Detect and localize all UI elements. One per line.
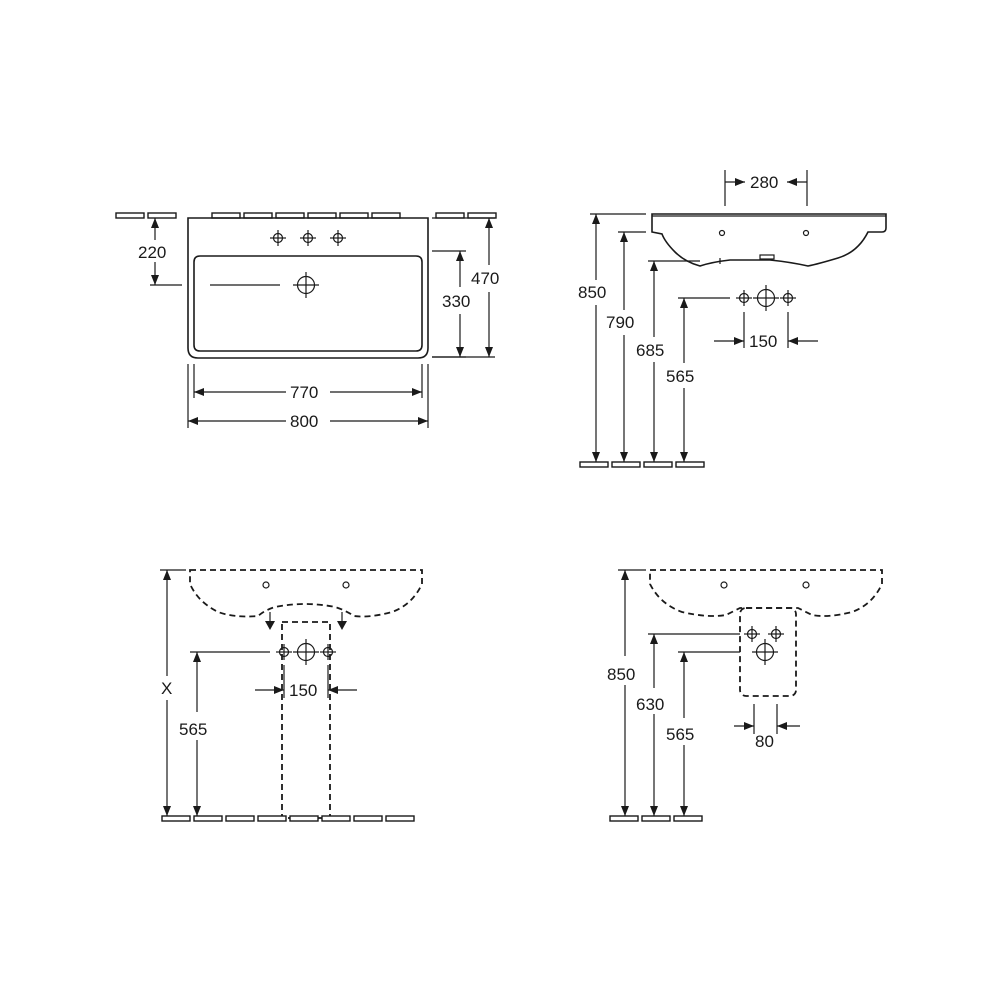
- supply-valve-icon: [779, 289, 797, 307]
- dim-label: 565: [179, 720, 207, 739]
- side-view: 280 850 790 685: [578, 170, 887, 468]
- basin-front-dashed: [649, 569, 883, 617]
- supply-valve-icon: [735, 289, 753, 307]
- top-view: 220 330 470 770 800: [115, 212, 499, 431]
- wall-hatch: [115, 212, 497, 219]
- floor-hatch: [161, 815, 415, 822]
- basin-profile: [651, 213, 887, 267]
- dim-label: 150: [289, 681, 317, 700]
- dim-label: 800: [290, 412, 318, 431]
- waste-outlet-icon: [292, 638, 320, 666]
- waste-outlet-icon: [751, 638, 779, 666]
- supply-valve-icon: [275, 643, 293, 661]
- pedestal-dashed: [281, 621, 331, 819]
- dim-label: 770: [290, 383, 318, 402]
- dim-label: 565: [666, 725, 694, 744]
- tap-hole-icon: [269, 229, 287, 247]
- dim-label: 220: [138, 243, 166, 262]
- basin-front-dashed: [189, 569, 423, 618]
- front-view-siphon: 850 630 565 80: [607, 569, 883, 822]
- supply-valve-icon: [319, 643, 337, 661]
- siphon-cover-dashed: [739, 607, 797, 697]
- dim-label: 330: [442, 292, 470, 311]
- basin-outline: [187, 217, 429, 359]
- dim-label: 150: [749, 332, 777, 351]
- waste-icon: [292, 271, 320, 299]
- dim-label: 850: [607, 665, 635, 684]
- dim-label: 280: [750, 173, 778, 192]
- dim-label: 565: [666, 367, 694, 386]
- dim-label: 80: [755, 732, 774, 751]
- floor-hatch: [609, 815, 703, 822]
- dim-label: 790: [606, 313, 634, 332]
- front-view-pedestal: X 565 150: [160, 569, 423, 822]
- tap-hole-icon: [299, 229, 317, 247]
- supply-valve-icon: [767, 625, 785, 643]
- dim-label: 470: [471, 269, 499, 288]
- tap-hole-icon: [329, 229, 347, 247]
- bowl-outline: [193, 255, 423, 352]
- supply-valve-icon: [743, 625, 761, 643]
- dim-label: X: [161, 679, 172, 698]
- floor-hatch: [579, 461, 705, 468]
- dim-label: 630: [636, 695, 664, 714]
- dim-label: 850: [578, 283, 606, 302]
- dim-label: 685: [636, 341, 664, 360]
- waste-outlet-icon: [752, 284, 780, 312]
